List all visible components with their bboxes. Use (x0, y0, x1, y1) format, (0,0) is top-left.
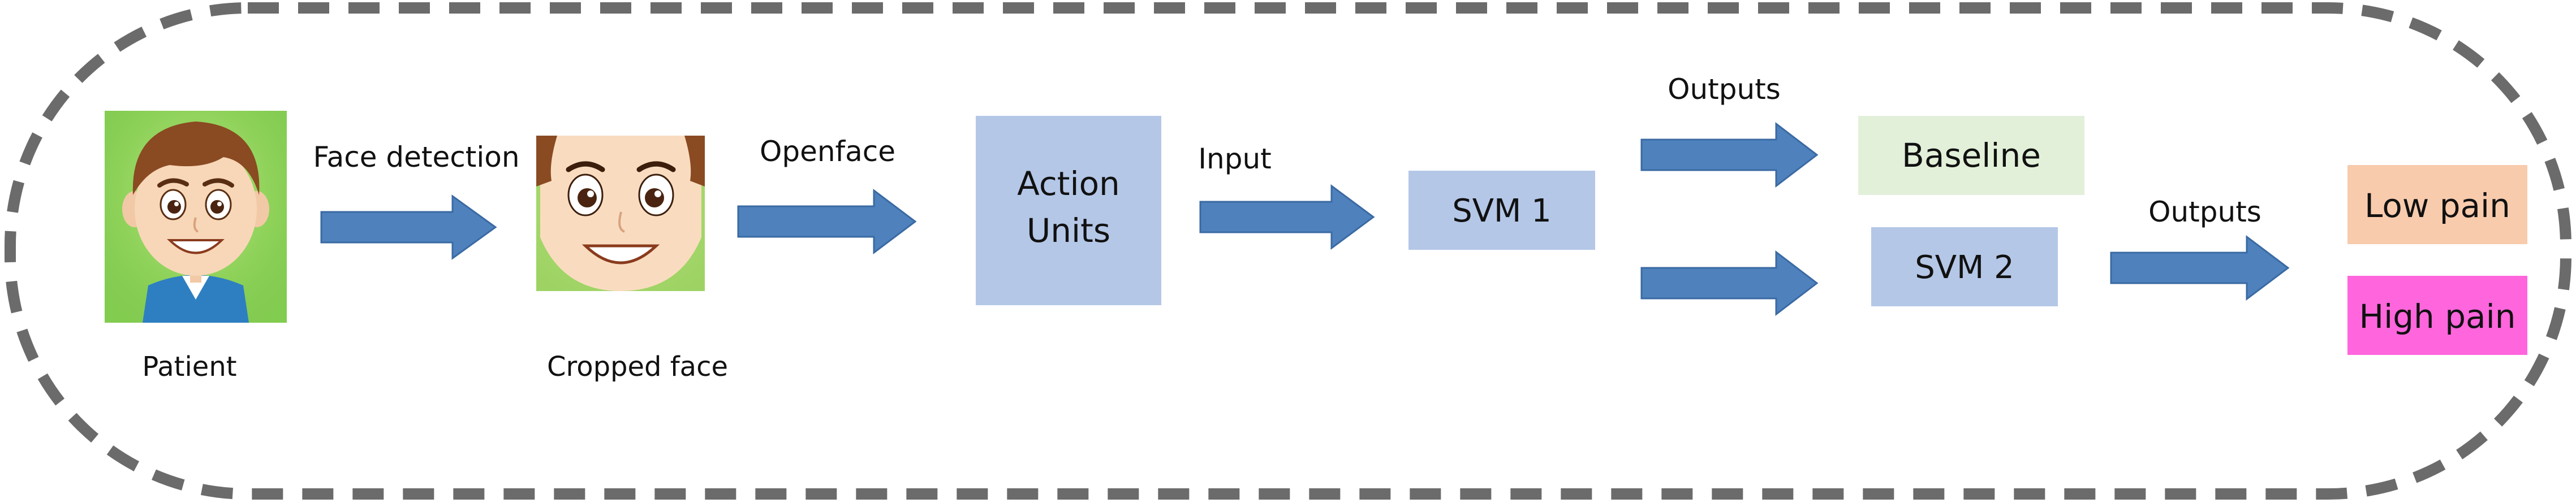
cropped-face-icon (536, 136, 705, 291)
cropped-face-caption: Cropped face (547, 351, 728, 383)
arrow-to-svm2 (1640, 250, 1819, 316)
dashed-border (5, 2, 2571, 500)
arrow-to-baseline (1640, 122, 1819, 188)
low-pain-box (2347, 165, 2527, 244)
arrow-face-detection (320, 194, 497, 260)
outputs-right-label: Outputs (2148, 196, 2261, 228)
baseline-box (1858, 116, 2084, 195)
action-units-label-line2: Units (1027, 211, 1110, 250)
action-units-box (976, 116, 1161, 305)
face-detection-label: Face detection (313, 141, 519, 174)
svm1-box (1408, 171, 1595, 250)
arrow-openface (737, 188, 917, 255)
svm2-box (1871, 227, 2058, 306)
patient-icon (105, 111, 287, 323)
low-pain-label: Low pain (2364, 187, 2510, 225)
high-pain-label: High pain (2359, 297, 2516, 336)
outputs-top-label: Outputs (1668, 73, 1781, 106)
patient-caption: Patient (142, 351, 236, 383)
svm1-label: SVM 1 (1452, 193, 1552, 229)
input-label: Input (1198, 142, 1271, 175)
openface-label: Openface (760, 135, 895, 168)
high-pain-box (2347, 276, 2527, 355)
arrow-input (1199, 184, 1375, 250)
svm2-label: SVM 2 (1915, 249, 2014, 286)
baseline-label: Baseline (1902, 136, 2041, 175)
action-units-label-line1: Action (1017, 164, 1120, 203)
arrow-to-pain-classes (2110, 235, 2290, 301)
